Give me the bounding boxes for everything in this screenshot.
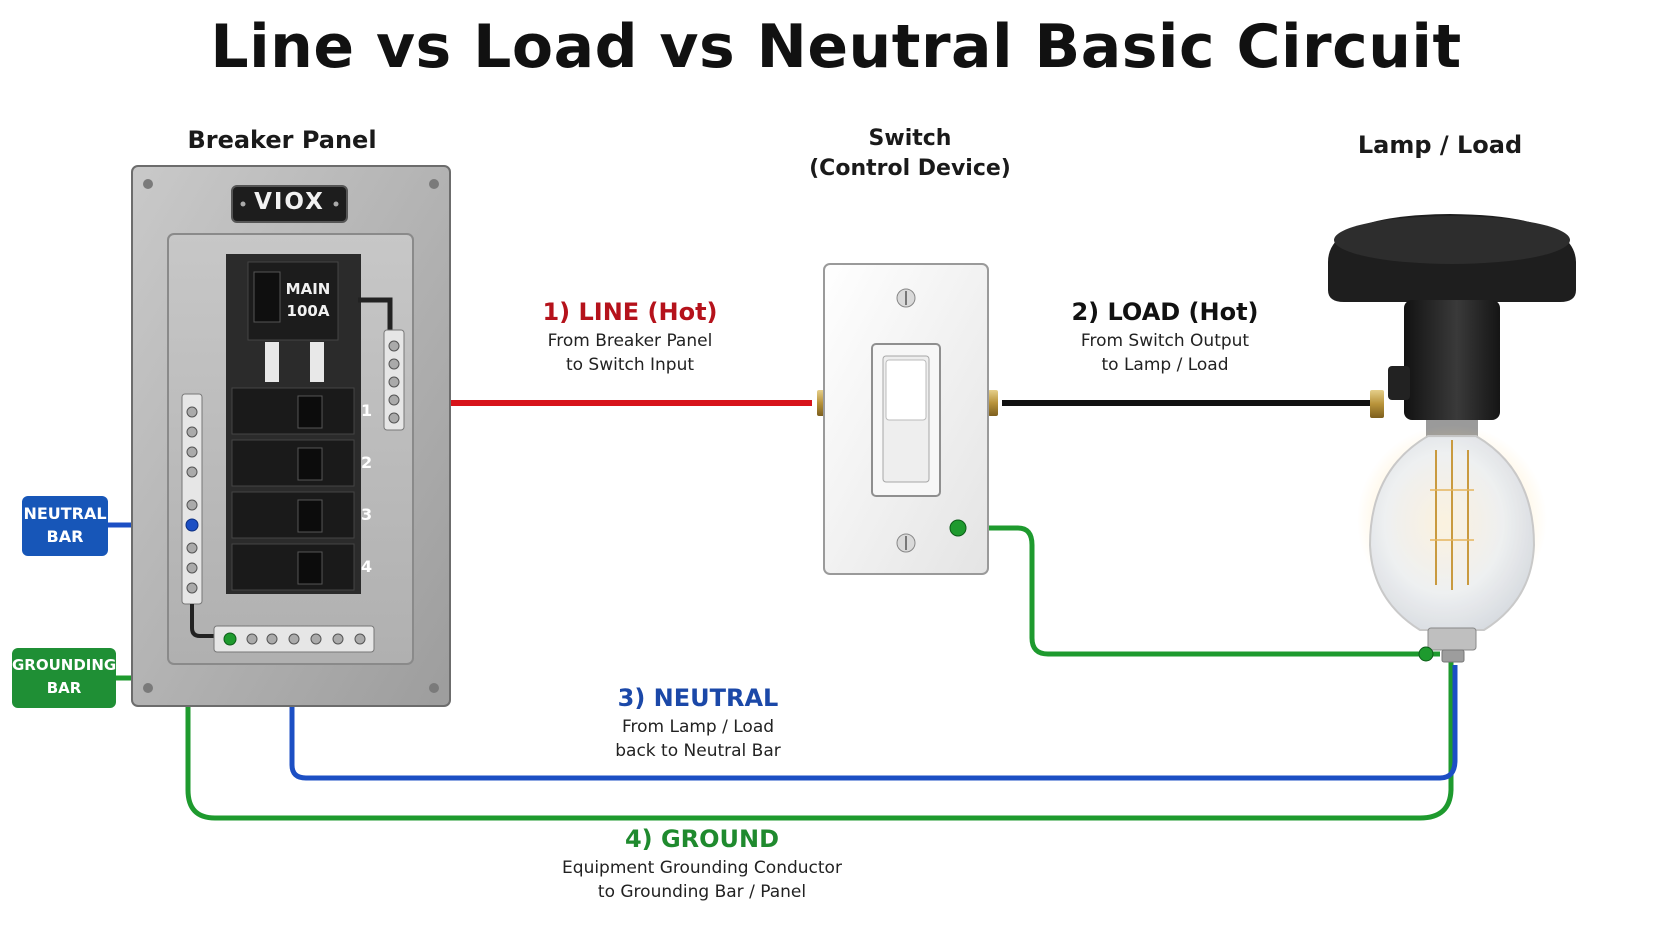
line-wire-desc1: From Breaker Panel xyxy=(547,331,713,351)
ground-wire-desc1: Equipment Grounding Conductor xyxy=(562,858,842,878)
main-breaker-line1: MAIN xyxy=(285,280,331,298)
line-wire-label: 1) LINE (Hot) From Breaker Panel to Swit… xyxy=(490,298,770,377)
brand-badge xyxy=(231,185,348,223)
neutral-bar-tag: NEUTRAL BAR xyxy=(22,496,108,556)
page-title: Line vs Load vs Neutral Basic Circuit xyxy=(210,12,1462,82)
ground-wire-label: 4) GROUND Equipment Grounding Conductor … xyxy=(542,825,862,904)
main-breaker-label: MAIN 100A xyxy=(280,278,336,322)
breaker-panel-heading: Breaker Panel xyxy=(187,126,377,154)
switch-heading: Switch (Control Device) xyxy=(800,124,1020,184)
switch-heading-line2: (Control Device) xyxy=(809,156,1011,181)
neutral-wire-desc2: back to Neutral Bar xyxy=(615,741,781,761)
neutral-bar-tag-line1: NEUTRAL xyxy=(23,504,107,523)
brand-label: VIOX xyxy=(254,189,325,215)
breaker-number: 3 xyxy=(361,505,373,524)
neutral-bar-tag-line2: BAR xyxy=(46,527,84,546)
switch-ground-wire xyxy=(958,525,1440,657)
breaker-panel-icon xyxy=(131,165,451,707)
breaker-number: 4 xyxy=(361,557,373,576)
switch-heading-line1: Switch xyxy=(868,126,952,151)
neutral-wire-desc1: From Lamp / Load xyxy=(621,717,775,737)
ground-wire-title: 4) GROUND xyxy=(624,825,780,853)
ground-wire-desc2: to Grounding Bar / Panel xyxy=(597,882,807,902)
grounding-bar-tag-line2: BAR xyxy=(46,679,82,697)
branch-breakers xyxy=(231,387,355,591)
toggle-switch-icon xyxy=(817,263,998,575)
grounding-bar-tag: GROUNDING BAR xyxy=(12,648,116,708)
load-wire-label: 2) LOAD (Hot) From Switch Output to Lamp… xyxy=(1025,298,1305,377)
neutral-wire-label: 3) NEUTRAL From Lamp / Load back to Neut… xyxy=(558,684,838,763)
lamp-heading: Lamp / Load xyxy=(1357,131,1523,159)
breaker-number: 1 xyxy=(361,401,373,420)
load-wire-title: 2) LOAD (Hot) xyxy=(1071,298,1259,326)
load-wire-desc2: to Lamp / Load xyxy=(1101,355,1229,375)
lamp-socket-icon xyxy=(1328,214,1576,438)
main-breaker-line2: 100A xyxy=(286,302,330,320)
line-wire-desc2: to Switch Input xyxy=(565,355,695,375)
neutral-wire-title: 3) NEUTRAL xyxy=(617,684,779,712)
grounding-bar-tag-line1: GROUNDING xyxy=(12,656,117,674)
load-wire-desc1: From Switch Output xyxy=(1080,331,1250,351)
neutral-wire xyxy=(289,662,1458,781)
line-wire-title: 1) LINE (Hot) xyxy=(542,298,718,326)
light-bulb-icon xyxy=(1357,425,1547,663)
breaker-number: 2 xyxy=(361,453,373,472)
